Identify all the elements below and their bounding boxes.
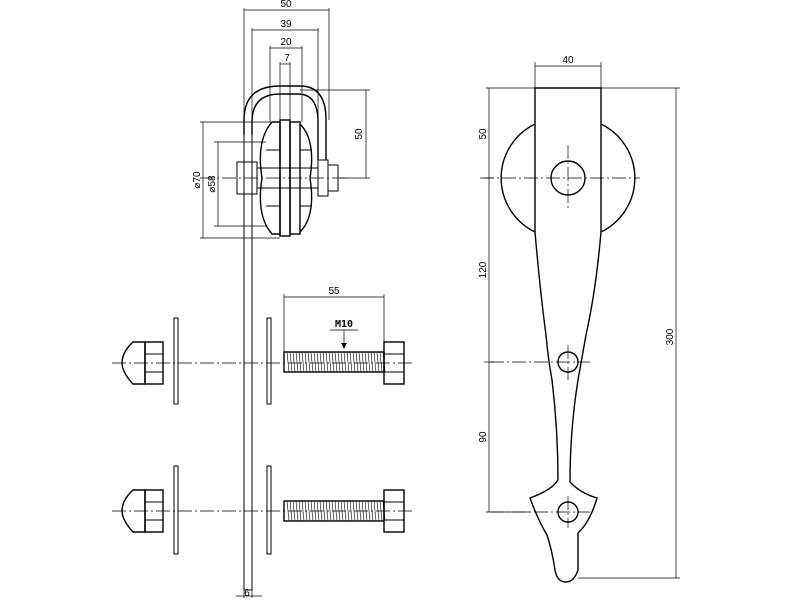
dim-hanger-50: 50 xyxy=(354,128,365,140)
dim-strap-length: 300 xyxy=(665,328,676,345)
dim-strap-thickness: 6 xyxy=(244,588,250,599)
dim-top-7: 7 xyxy=(284,53,290,64)
dim-wheel-dia-70: ⌀70 xyxy=(192,171,203,189)
dim-bolt-length: 55 xyxy=(328,286,340,297)
thread-label: M10 xyxy=(335,319,353,330)
strap-front-view: 40 50 120 90 300 xyxy=(478,55,680,583)
dim-top-50: 50 xyxy=(280,0,292,10)
dim-strap-top: 50 xyxy=(478,128,489,140)
bolt-assembly-upper: 55 M10 xyxy=(112,286,412,405)
dim-hole-spacing-120: 120 xyxy=(478,261,489,278)
dim-top-39: 39 xyxy=(280,19,292,30)
bolt-assembly-lower xyxy=(112,465,412,555)
dim-wheel-dia-58: ⌀58 xyxy=(207,175,218,193)
hanger-side-view: 50 39 20 7 50 ⌀70 ⌀58 6 xyxy=(192,0,370,599)
dim-strap-width: 40 xyxy=(562,55,574,66)
dim-hole-spacing-90: 90 xyxy=(478,431,489,443)
bolt-threads xyxy=(286,351,386,373)
dim-top-20: 20 xyxy=(280,37,292,48)
